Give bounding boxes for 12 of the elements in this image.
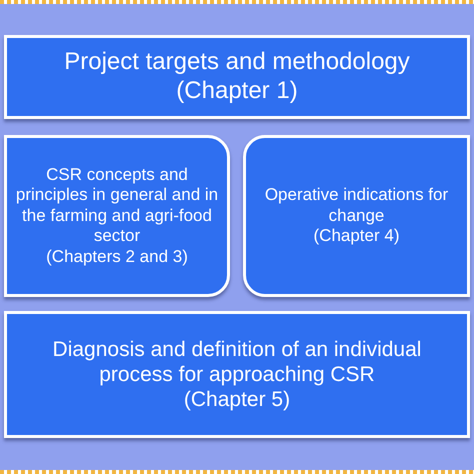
chapter-reference: (Chapter 5) [184, 387, 290, 412]
chapter-box [4, 311, 470, 438]
box-heading: CSR concepts and principles in general and in the farming and agri-food sector [15, 165, 219, 247]
chapter-reference: (Chapters 2 and 3) [46, 246, 188, 267]
chapter-box [243, 135, 470, 297]
box-heading: Project targets and methodology [64, 48, 410, 77]
chapter-reference: (Chapter 4) [314, 226, 400, 247]
chapter-box [4, 35, 470, 119]
box-heading: Operative indications for change [264, 185, 450, 226]
chapter-reference: (Chapter 1) [176, 77, 298, 106]
box-heading: Diagnosis and definition of an individual process for approaching CSR [52, 336, 422, 388]
chapter-box [4, 135, 230, 297]
